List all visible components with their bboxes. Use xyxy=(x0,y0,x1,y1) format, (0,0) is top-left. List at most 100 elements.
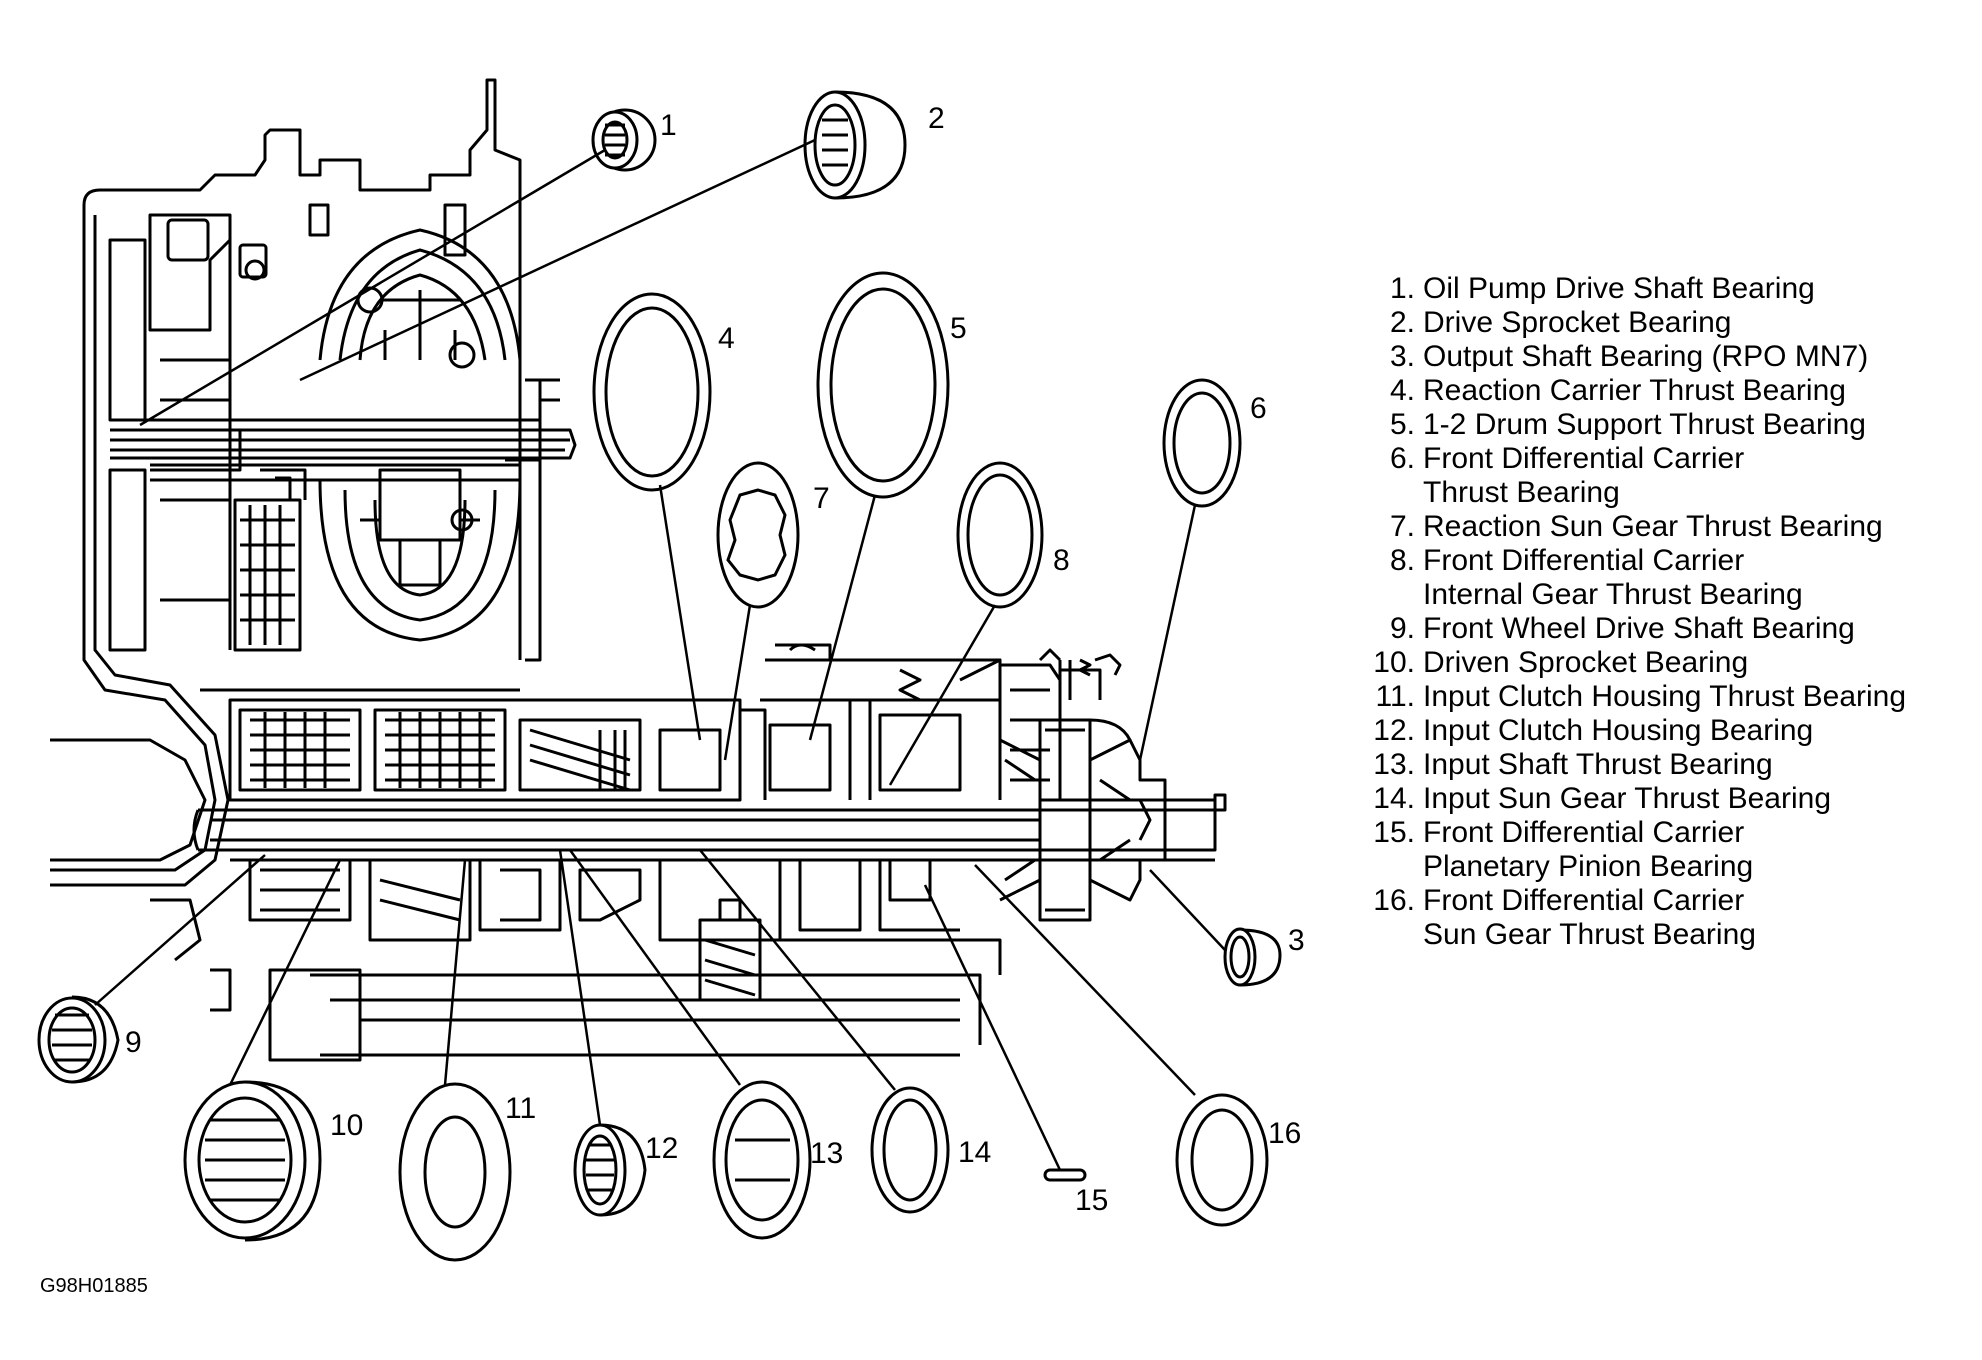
bearing-1-oil-pump-drive-shaft xyxy=(591,108,657,172)
legend-label-line: Input Clutch Housing Bearing xyxy=(1423,714,1814,747)
legend-label-line: Front Differential Carrier xyxy=(1423,442,1745,475)
bearing-7-reaction-sun-gear-thrust xyxy=(716,461,800,609)
legend-label: Input Clutch Housing Bearing xyxy=(1423,714,1813,748)
callout-4: 4 xyxy=(718,322,735,355)
bearing-16-front-diff-sun-gear-thrust xyxy=(1175,1093,1269,1227)
oil-pump-drive-shaft xyxy=(110,418,577,482)
callout-11: 11 xyxy=(505,1092,536,1125)
bearing-8-front-diff-internal-gear-thrust xyxy=(956,461,1044,609)
legend-label-line: Front Differential Carrier xyxy=(1423,816,1745,849)
legend-number: 11. xyxy=(1375,680,1415,713)
callout-10: 10 xyxy=(330,1109,363,1142)
callout-5: 5 xyxy=(950,312,967,345)
callout-12: 12 xyxy=(645,1132,678,1165)
bearing-5-drum-support-thrust xyxy=(816,271,950,499)
callout-15: 15 xyxy=(1075,1184,1108,1217)
output-shaft xyxy=(1140,798,1217,852)
bearing-12-input-clutch-housing xyxy=(573,1123,647,1217)
legend-number: 3. xyxy=(1389,340,1415,373)
callout-8: 8 xyxy=(1053,544,1070,577)
bearing-14-input-sun-gear-thrust xyxy=(870,1086,950,1214)
legend-item: 12.Input Clutch Housing Bearing xyxy=(1365,714,1965,748)
legend-label-line: Input Sun Gear Thrust Bearing xyxy=(1423,782,1832,815)
legend-label: Drive Sprocket Bearing xyxy=(1423,306,1731,340)
legend-number: 6. xyxy=(1389,442,1415,475)
legend-number: 8. xyxy=(1389,544,1415,577)
lower-housings xyxy=(150,718,1152,1062)
leader-lines xyxy=(94,138,1226,1171)
legend-label: Input Clutch Housing Thrust Bearing xyxy=(1423,680,1906,714)
legend-item: 11.Input Clutch Housing Thrust Bearing xyxy=(1365,680,1965,714)
bearing-9-front-wheel-drive-shaft xyxy=(37,995,120,1084)
legend-number: 12. xyxy=(1373,714,1415,747)
callout-14: 14 xyxy=(958,1136,991,1169)
legend-label: Reaction Sun Gear Thrust Bearing xyxy=(1423,510,1883,544)
legend-label-line: Internal Gear Thrust Bearing xyxy=(1423,578,1803,611)
legend-item: 13.Input Shaft Thrust Bearing xyxy=(1365,748,1965,782)
legend-number: 7. xyxy=(1389,510,1415,543)
callout-9: 9 xyxy=(125,1026,142,1059)
callout-1: 1 xyxy=(660,109,677,142)
legend-number: 5. xyxy=(1389,408,1415,441)
legend-item: 4.Reaction Carrier Thrust Bearing xyxy=(1365,374,1965,408)
legend-label-line: Reaction Carrier Thrust Bearing xyxy=(1423,374,1846,407)
legend-label-line: Input Clutch Housing Thrust Bearing xyxy=(1423,680,1907,713)
bearing-11-input-clutch-housing-thrust xyxy=(398,1082,512,1262)
callout-13: 13 xyxy=(810,1137,843,1170)
bearing-10-driven-sprocket xyxy=(183,1080,322,1242)
legend-number: 13. xyxy=(1373,748,1415,781)
legend-number: 16. xyxy=(1373,884,1415,917)
legend-label-line: Thrust Bearing xyxy=(1423,476,1620,509)
legend-item: 1.Oil Pump Drive Shaft Bearing xyxy=(1365,272,1965,306)
bearing-2-drive-sprocket xyxy=(803,90,907,200)
legend-label-line: Driven Sprocket Bearing xyxy=(1423,646,1749,679)
legend-item: 7.Reaction Sun Gear Thrust Bearing xyxy=(1365,510,1965,544)
legend-label-line: Input Shaft Thrust Bearing xyxy=(1423,748,1773,781)
legend-label-line: Output Shaft Bearing (RPO MN7) xyxy=(1423,340,1869,373)
bearing-3-output-shaft xyxy=(1223,927,1282,987)
legend-label: Reaction Carrier Thrust Bearing xyxy=(1423,374,1846,408)
legend-label: Front Wheel Drive Shaft Bearing xyxy=(1423,612,1855,646)
legend-label-line: Sun Gear Thrust Bearing xyxy=(1423,918,1756,951)
legend-item: 2.Drive Sprocket Bearing xyxy=(1365,306,1965,340)
bearing-6-front-diff-carrier-thrust xyxy=(1162,378,1242,508)
callout-3: 3 xyxy=(1288,924,1305,957)
legend-label-line: 1-2 Drum Support Thrust Bearing xyxy=(1423,408,1866,441)
legend-label-line: Front Differential Carrier xyxy=(1423,884,1745,917)
legend-label: Oil Pump Drive Shaft Bearing xyxy=(1423,272,1815,306)
transmission-case xyxy=(50,78,560,887)
legend-label-line: Front Wheel Drive Shaft Bearing xyxy=(1423,612,1855,645)
legend-item: 10.Driven Sprocket Bearing xyxy=(1365,646,1965,680)
front-differential xyxy=(999,648,1167,922)
legend-item: 3.Output Shaft Bearing (RPO MN7) xyxy=(1365,340,1965,374)
legend-label: Driven Sprocket Bearing xyxy=(1423,646,1748,680)
figure-id: G98H01885 xyxy=(40,1275,148,1297)
legend-number: 4. xyxy=(1389,374,1415,407)
driven-sprocket xyxy=(260,468,522,642)
legend-label: Input Sun Gear Thrust Bearing xyxy=(1423,782,1831,816)
callout-7: 7 xyxy=(813,482,830,515)
main-shaft xyxy=(192,793,1227,862)
callout-6: 6 xyxy=(1250,392,1267,425)
bearing-4-reaction-carrier-thrust xyxy=(592,292,712,492)
bearing-13-input-shaft-thrust xyxy=(712,1080,812,1240)
legend-number: 9. xyxy=(1389,612,1415,645)
legend-label-line: Front Differential Carrier xyxy=(1423,544,1745,577)
legend-item: 9.Front Wheel Drive Shaft Bearing xyxy=(1365,612,1965,646)
callout-2: 2 xyxy=(928,102,945,135)
clutch-housings xyxy=(228,643,1102,802)
legend-item: 14.Input Sun Gear Thrust Bearing xyxy=(1365,782,1965,816)
legend-number: 14. xyxy=(1373,782,1415,815)
legend-item: 5.1-2 Drum Support Thrust Bearing xyxy=(1365,408,1965,442)
legend-number: 10. xyxy=(1373,646,1415,679)
legend-label: Input Shaft Thrust Bearing xyxy=(1423,748,1773,782)
